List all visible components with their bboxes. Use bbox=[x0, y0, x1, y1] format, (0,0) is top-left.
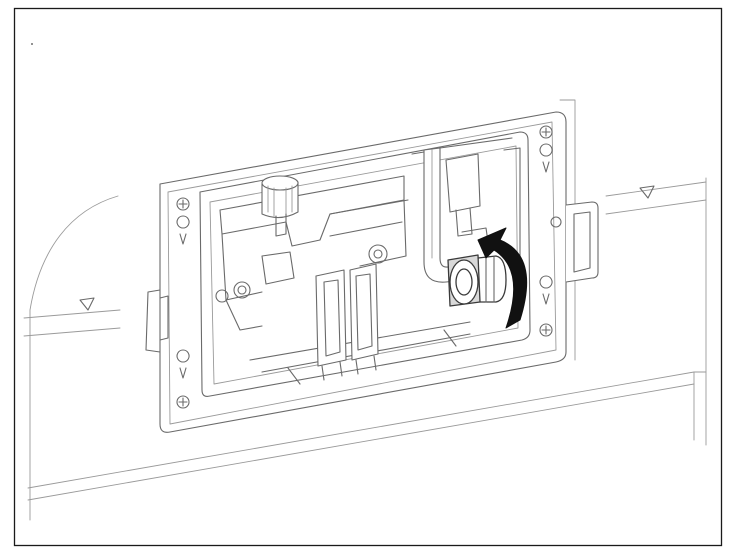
water-hose bbox=[411, 137, 521, 283]
valve-cap bbox=[261, 175, 299, 237]
push-rods bbox=[315, 263, 379, 381]
rotation-arrow-icon bbox=[477, 227, 528, 329]
triangle-marker-left bbox=[79, 297, 95, 311]
wall-surface bbox=[23, 99, 707, 521]
corner-dot bbox=[31, 43, 33, 45]
triangle-marker-right bbox=[639, 185, 655, 199]
hose-connector-nut bbox=[447, 254, 507, 307]
inner-opening bbox=[199, 131, 531, 397]
frame-screws bbox=[176, 125, 562, 409]
